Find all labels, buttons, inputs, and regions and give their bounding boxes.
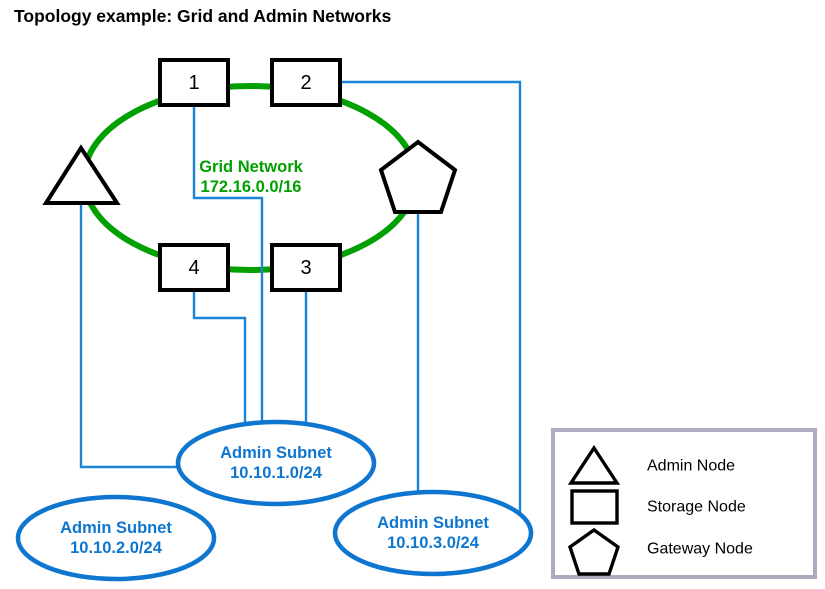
legend-item-admin-node: Admin Node — [567, 444, 735, 485]
rectangle-icon — [570, 489, 619, 525]
admin-subnet-2[interactable]: Admin Subnet 10.10.2.0/24 — [15, 494, 217, 582]
legend-item-storage-node: Storage Node — [570, 489, 746, 525]
storage-node-2-label: 2 — [300, 72, 311, 94]
storage-node-2[interactable]: 2 — [270, 58, 342, 107]
triangle-icon — [567, 444, 621, 485]
legend-item-gateway-node: Gateway Node — [567, 527, 753, 576]
storage-node-3[interactable]: 3 — [270, 243, 342, 292]
pentagon-icon — [567, 527, 621, 576]
admin-subnet-3-name: Admin Subnet — [377, 514, 489, 532]
storage-node-1-label: 1 — [188, 72, 199, 94]
grid-network-cidr: 172.16.0.0/16 — [201, 178, 302, 196]
legend-item-storage-node-label: Storage Node — [647, 499, 746, 516]
storage-node-3-label: 3 — [300, 257, 311, 279]
page-title: Topology example: Grid and Admin Network… — [14, 6, 392, 26]
grid-network-label: Grid Network 172.16.0.0/16 — [199, 158, 303, 196]
storage-node-4[interactable]: 4 — [158, 243, 230, 292]
storage-node-1[interactable]: 1 — [158, 58, 230, 107]
admin-subnet-3-cidr: 10.10.3.0/24 — [387, 534, 480, 552]
storage-node-4-label: 4 — [188, 257, 199, 279]
legend: Admin Node Storage Node Gateway Node — [551, 428, 817, 579]
link-admin-node-to-admin-subnet-1 — [79, 203, 183, 469]
link-node4-to-admin-subnet-1 — [192, 288, 247, 443]
admin-subnet-2-name: Admin Subnet — [60, 519, 172, 537]
admin-subnet-1-name: Admin Subnet — [220, 444, 332, 462]
admin-subnet-1-cidr: 10.10.1.0/24 — [230, 464, 323, 482]
admin-subnet-2-cidr: 10.10.2.0/24 — [70, 539, 163, 557]
legend-item-gateway-node-label: Gateway Node — [647, 541, 753, 558]
legend-item-admin-node-label: Admin Node — [647, 458, 735, 475]
admin-node-triangle[interactable] — [42, 144, 121, 205]
gateway-node-pentagon[interactable] — [378, 139, 458, 214]
link-node2-to-admin-subnet-3 — [340, 80, 522, 538]
admin-subnet-3[interactable]: Admin Subnet 10.10.3.0/24 — [332, 489, 534, 577]
admin-subnet-1[interactable]: Admin Subnet 10.10.1.0/24 — [175, 419, 377, 507]
grid-network-name: Grid Network — [199, 158, 303, 176]
link-node1-to-admin-subnet-1 — [192, 105, 264, 447]
